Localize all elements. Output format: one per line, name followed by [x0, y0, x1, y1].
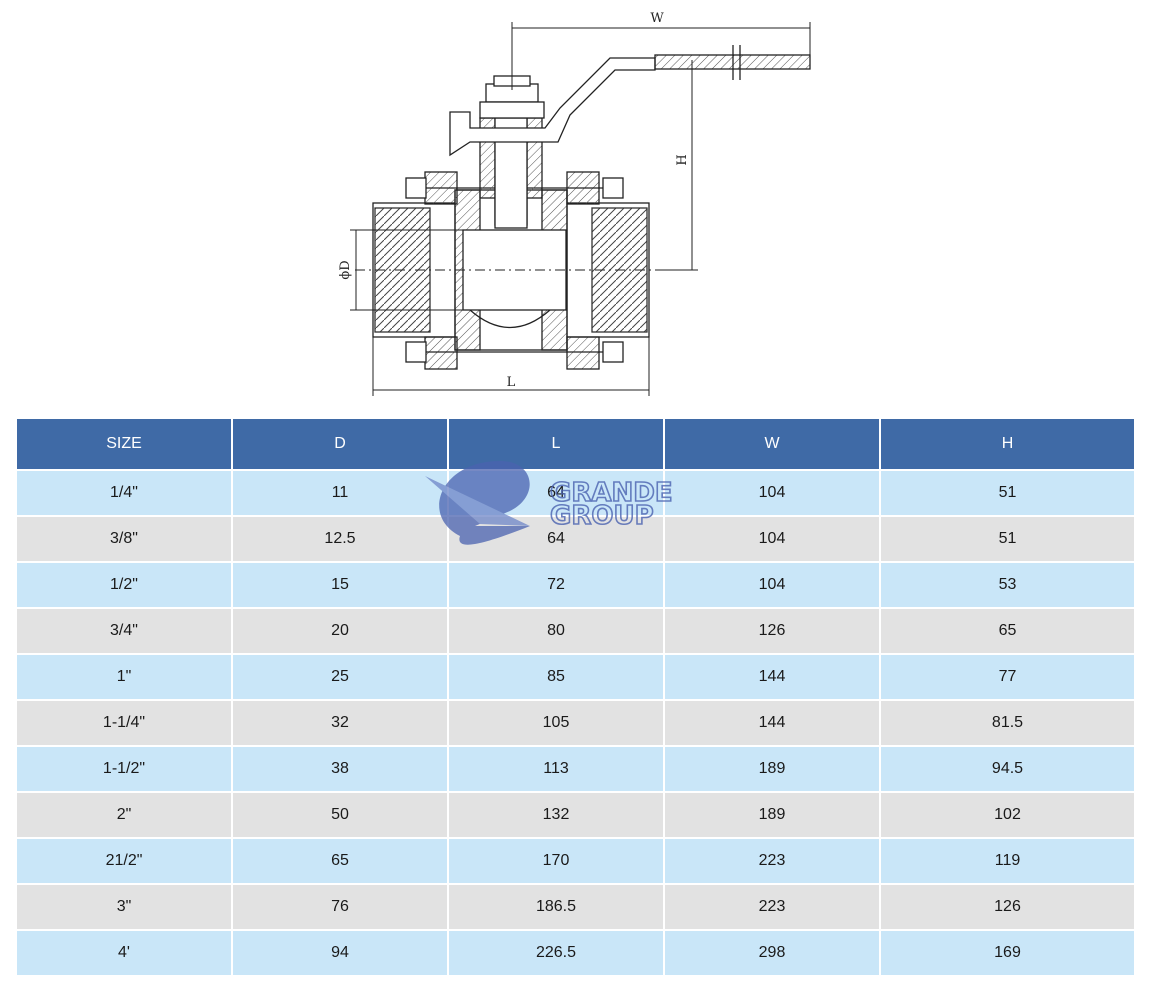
- cell-d: 15: [233, 561, 447, 607]
- cell-size: 4': [17, 929, 231, 975]
- cell-h: 53: [881, 561, 1134, 607]
- cell-d: 12.5: [233, 515, 447, 561]
- cell-h: 102: [881, 791, 1134, 837]
- cell-size: 1/2": [17, 561, 231, 607]
- cell-d: 65: [233, 837, 447, 883]
- cell-size: 1-1/2": [17, 745, 231, 791]
- valve-body: [355, 45, 811, 370]
- cell-w: 189: [665, 791, 879, 837]
- cell-d: 94: [233, 929, 447, 975]
- cell-d: 38: [233, 745, 447, 791]
- cell-h: 51: [881, 469, 1134, 515]
- label-l: L: [507, 375, 516, 390]
- label-w: W: [650, 11, 664, 26]
- cell-w: 126: [665, 607, 879, 653]
- cell-w: 223: [665, 837, 879, 883]
- cell-h: 169: [881, 929, 1134, 975]
- cell-l: 105: [449, 699, 663, 745]
- cell-l: 80: [449, 607, 663, 653]
- cell-size: 2": [17, 791, 231, 837]
- cell-w: 104: [665, 515, 879, 561]
- cell-h: 126: [881, 883, 1134, 929]
- cell-h: 51: [881, 515, 1134, 561]
- cell-h: 119: [881, 837, 1134, 883]
- cell-d: 11: [233, 469, 447, 515]
- ball-valve-drawing: W H ϕD L: [338, 11, 811, 396]
- cell-w: 298: [665, 929, 879, 975]
- cell-w: 104: [665, 561, 879, 607]
- cell-size: 1-1/4": [17, 699, 231, 745]
- label-h: H: [675, 154, 690, 165]
- cell-l: 113: [449, 745, 663, 791]
- cell-w: 104: [665, 469, 879, 515]
- cell-h: 65: [881, 607, 1134, 653]
- cell-l: 72: [449, 561, 663, 607]
- header-size: SIZE: [17, 419, 231, 469]
- table-header-row: SIZE D L W H: [17, 419, 1134, 469]
- header-d: D: [233, 419, 447, 469]
- header-w: W: [665, 419, 879, 469]
- cell-l: 132: [449, 791, 663, 837]
- cell-d: 25: [233, 653, 447, 699]
- cell-h: 94.5: [881, 745, 1134, 791]
- cell-size: 1/4": [17, 469, 231, 515]
- cell-d: 20: [233, 607, 447, 653]
- header-h: H: [881, 419, 1134, 469]
- cell-l: 170: [449, 837, 663, 883]
- cell-d: 32: [233, 699, 447, 745]
- cell-d: 50: [233, 791, 447, 837]
- cell-l: 64: [449, 515, 663, 561]
- cell-size: 1": [17, 653, 231, 699]
- header-l: L: [449, 419, 663, 469]
- label-d: ϕD: [338, 260, 353, 279]
- cell-d: 76: [233, 883, 447, 929]
- cell-w: 144: [665, 699, 879, 745]
- cell-h: 81.5: [881, 699, 1134, 745]
- cell-w: 223: [665, 883, 879, 929]
- cell-size: 21/2": [17, 837, 231, 883]
- cell-w: 144: [665, 653, 879, 699]
- cell-size: 3/8": [17, 515, 231, 561]
- cell-size: 3/4": [17, 607, 231, 653]
- cell-size: 3": [17, 883, 231, 929]
- cell-l: 64: [449, 469, 663, 515]
- cell-l: 85: [449, 653, 663, 699]
- cell-l: 186.5: [449, 883, 663, 929]
- cell-w: 189: [665, 745, 879, 791]
- cell-l: 226.5: [449, 929, 663, 975]
- cell-h: 77: [881, 653, 1134, 699]
- dimension-lines: [350, 22, 811, 396]
